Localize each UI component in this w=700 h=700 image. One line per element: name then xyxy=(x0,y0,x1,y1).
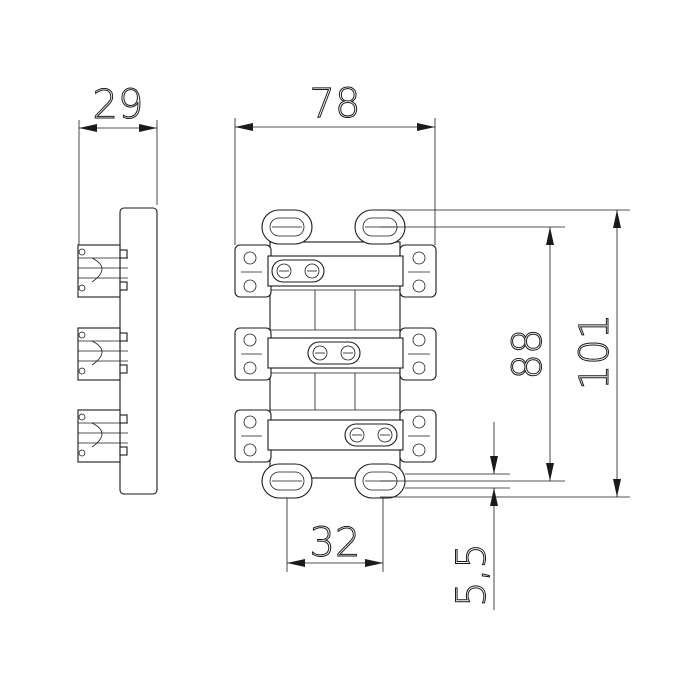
dim-hole-spacing: 32 xyxy=(310,520,361,566)
dim-overall-width: 78 xyxy=(310,81,361,127)
dim-slot-width: 5,5 xyxy=(449,543,495,607)
terminal-strip-2 xyxy=(234,327,437,381)
terminal-strip-3 xyxy=(234,409,437,463)
dim-hole-center-height: 88 xyxy=(505,329,551,380)
side-terminal-2 xyxy=(77,327,128,381)
dim-overall-height: 101 xyxy=(572,314,618,390)
side-terminal-1 xyxy=(77,244,128,298)
side-terminal-3 xyxy=(77,409,128,463)
terminal-strip-1 xyxy=(234,244,437,298)
front-view: 78 xyxy=(234,81,630,610)
side-view: 29 xyxy=(77,82,158,495)
mounting-lug-top-left xyxy=(261,209,313,245)
mounting-lug-bottom-left xyxy=(261,463,313,499)
dim-side-width: 29 xyxy=(93,82,144,128)
